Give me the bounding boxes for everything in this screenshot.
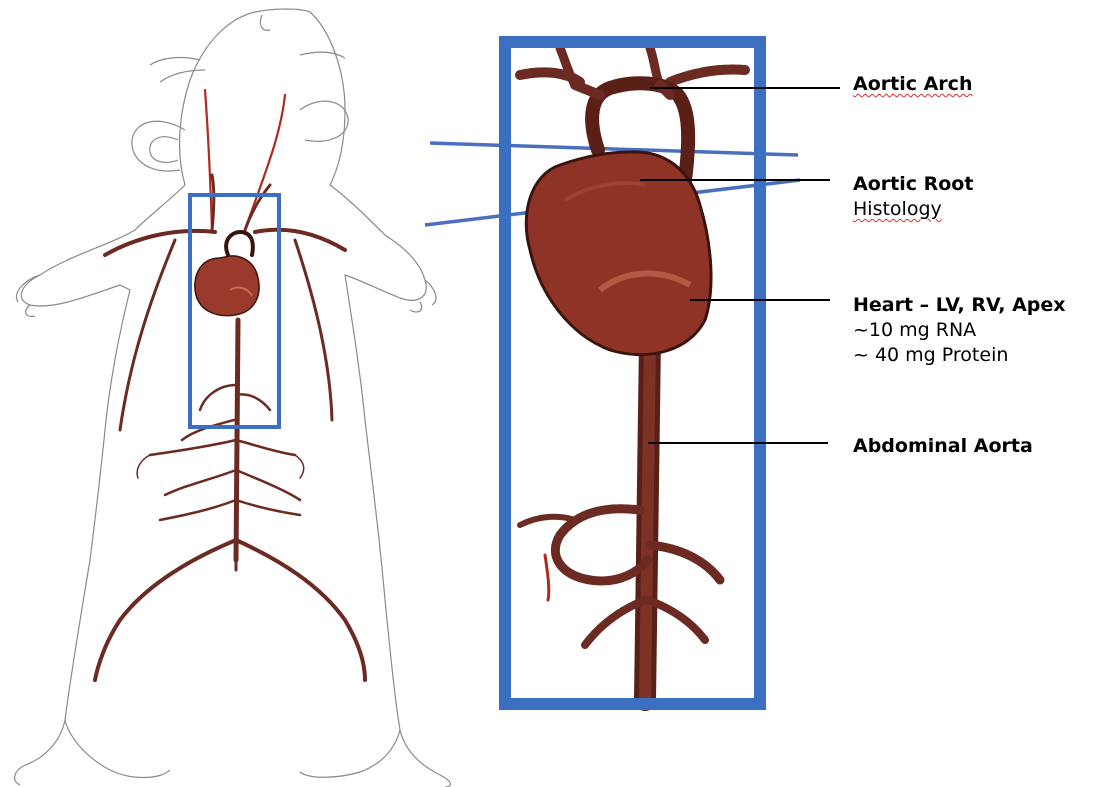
heart-rna: ~10 mg RNA [853,318,1066,343]
heart-title: Heart – LV, RV, Apex [853,293,1066,318]
zoom-heart [526,152,711,355]
aortic-root-sub: Histology [853,197,973,222]
label-abdominal-aorta: Abdominal Aorta [853,434,1033,459]
heart-protein: ~ 40 mg Protein [853,343,1066,368]
abdominal-aorta-title: Abdominal Aorta [853,434,1033,459]
label-aortic-root: Aortic Root Histology [853,172,973,222]
mouse-outline [15,9,451,787]
label-heart: Heart – LV, RV, Apex ~10 mg RNA ~ 40 mg … [853,293,1066,368]
label-aortic-arch: Aortic Arch [853,72,972,97]
aortic-root-title: Aortic Root [853,172,973,197]
mouse-vessels [95,90,365,680]
mouse-heart [195,256,259,316]
aortic-arch-title: Aortic Arch [853,72,972,97]
